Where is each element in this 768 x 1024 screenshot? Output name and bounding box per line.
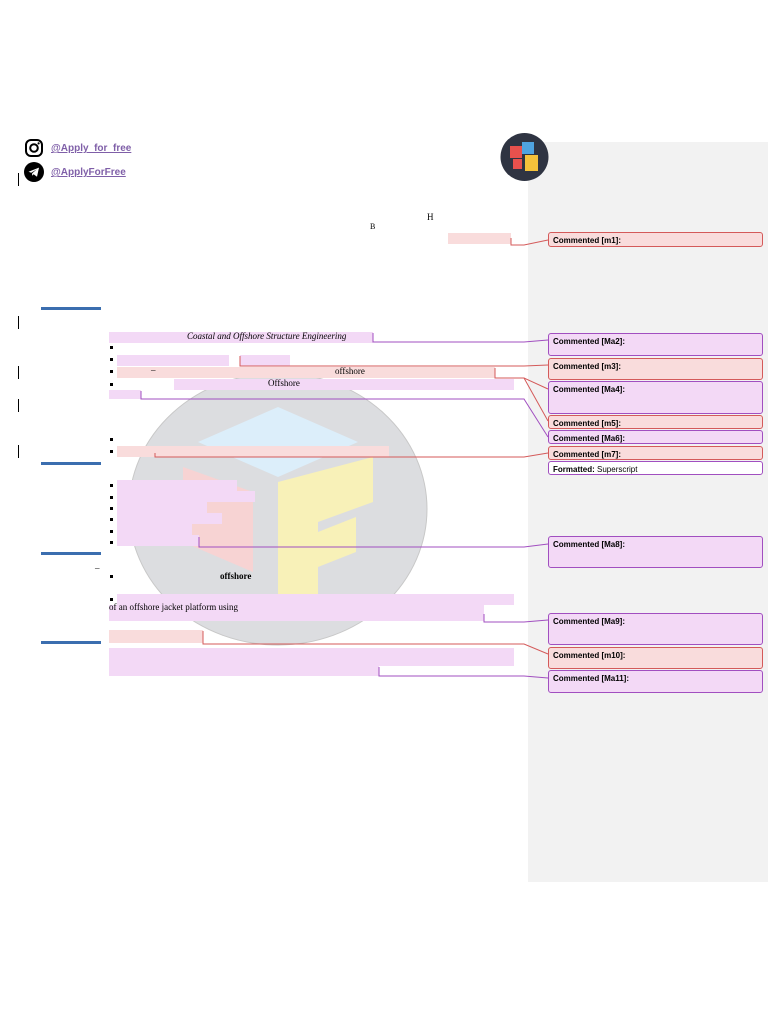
revision-highlight [109,605,484,621]
list-bullet [110,530,113,533]
comment-m1[interactable]: Commented [m1]: [548,232,763,247]
comments-margin-panel [528,142,768,882]
revision-highlight [109,390,141,399]
comment-ma9[interactable]: Commented [Ma9]: [548,613,763,645]
list-bullet [110,541,113,544]
revision-highlight [117,535,199,546]
word-offshore: offshore [335,366,365,376]
revision-highlight [117,524,192,535]
change-bar [18,366,19,379]
header-letter-h: H [427,212,434,222]
revision-highlight [117,446,389,457]
word-offshore-bold: offshore [220,571,252,581]
comment-m5[interactable]: Commented [m5]: [548,415,763,429]
brand-logo [499,133,550,181]
list-bullet [110,438,113,441]
list-bullet [110,370,113,373]
jacket-platform-line: of an offshore jacket platform using [109,602,239,612]
list-bullet [110,346,113,349]
revision-highlight [109,332,373,343]
comment-ma8[interactable]: Commented [Ma8]: [548,536,763,568]
revision-highlight [117,513,222,524]
revision-highlight [174,379,514,390]
list-bullet [110,496,113,499]
comment-m3[interactable]: Commented [m3]: [548,358,763,380]
revision-highlight [109,630,203,643]
heading-bar [41,307,101,310]
revision-highlight [240,355,290,366]
revision-highlight [109,648,514,666]
comment-ma6[interactable]: Commented [Ma6]: [548,430,763,444]
course-title: Coastal and Offshore Structure Engineeri… [187,331,347,341]
revision-highlight [117,491,255,502]
revision-highlight [117,594,514,605]
heading-bar [41,462,101,465]
instagram-handle-link[interactable]: @Apply_for_free [51,143,132,154]
change-bar [18,173,19,186]
comment-ma11[interactable]: Commented [Ma11]: [548,670,763,693]
revision-highlight [117,367,495,378]
telegram-handle-link[interactable]: @ApplyForFree [51,167,126,178]
list-bullet [110,575,113,578]
comment-m10[interactable]: Commented [m10]: [548,647,763,669]
change-bar [18,445,19,458]
list-bullet [110,518,113,521]
list-bullet [110,484,113,487]
revision-highlight [109,666,379,676]
comment-m7[interactable]: Commented [m7]: [548,446,763,460]
list-bullet [110,358,113,361]
formatted-superscript-note[interactable]: Formatted: Superscript [548,461,763,475]
change-bar [18,316,19,329]
heading-bar [41,641,101,644]
change-bar [18,399,19,412]
heading-bar [41,552,101,555]
header-letter-b: B [370,222,376,231]
comment-ma2[interactable]: Commented [Ma2]: [548,333,763,356]
list-bullet [110,450,113,453]
comment-ma4[interactable]: Commented [Ma4]: [548,381,763,414]
telegram-icon [24,162,44,182]
revision-highlight [117,502,207,513]
revision-highlight [117,355,229,366]
revision-highlight [117,480,237,491]
list-bullet [110,598,113,601]
revision-highlight [448,233,511,244]
instagram-icon [24,138,44,158]
list-bullet [110,383,113,386]
dash-mark: – [151,365,156,375]
dash-mark: – [95,563,100,573]
list-bullet [110,507,113,510]
word-offshore-cap: Offshore [268,378,300,388]
